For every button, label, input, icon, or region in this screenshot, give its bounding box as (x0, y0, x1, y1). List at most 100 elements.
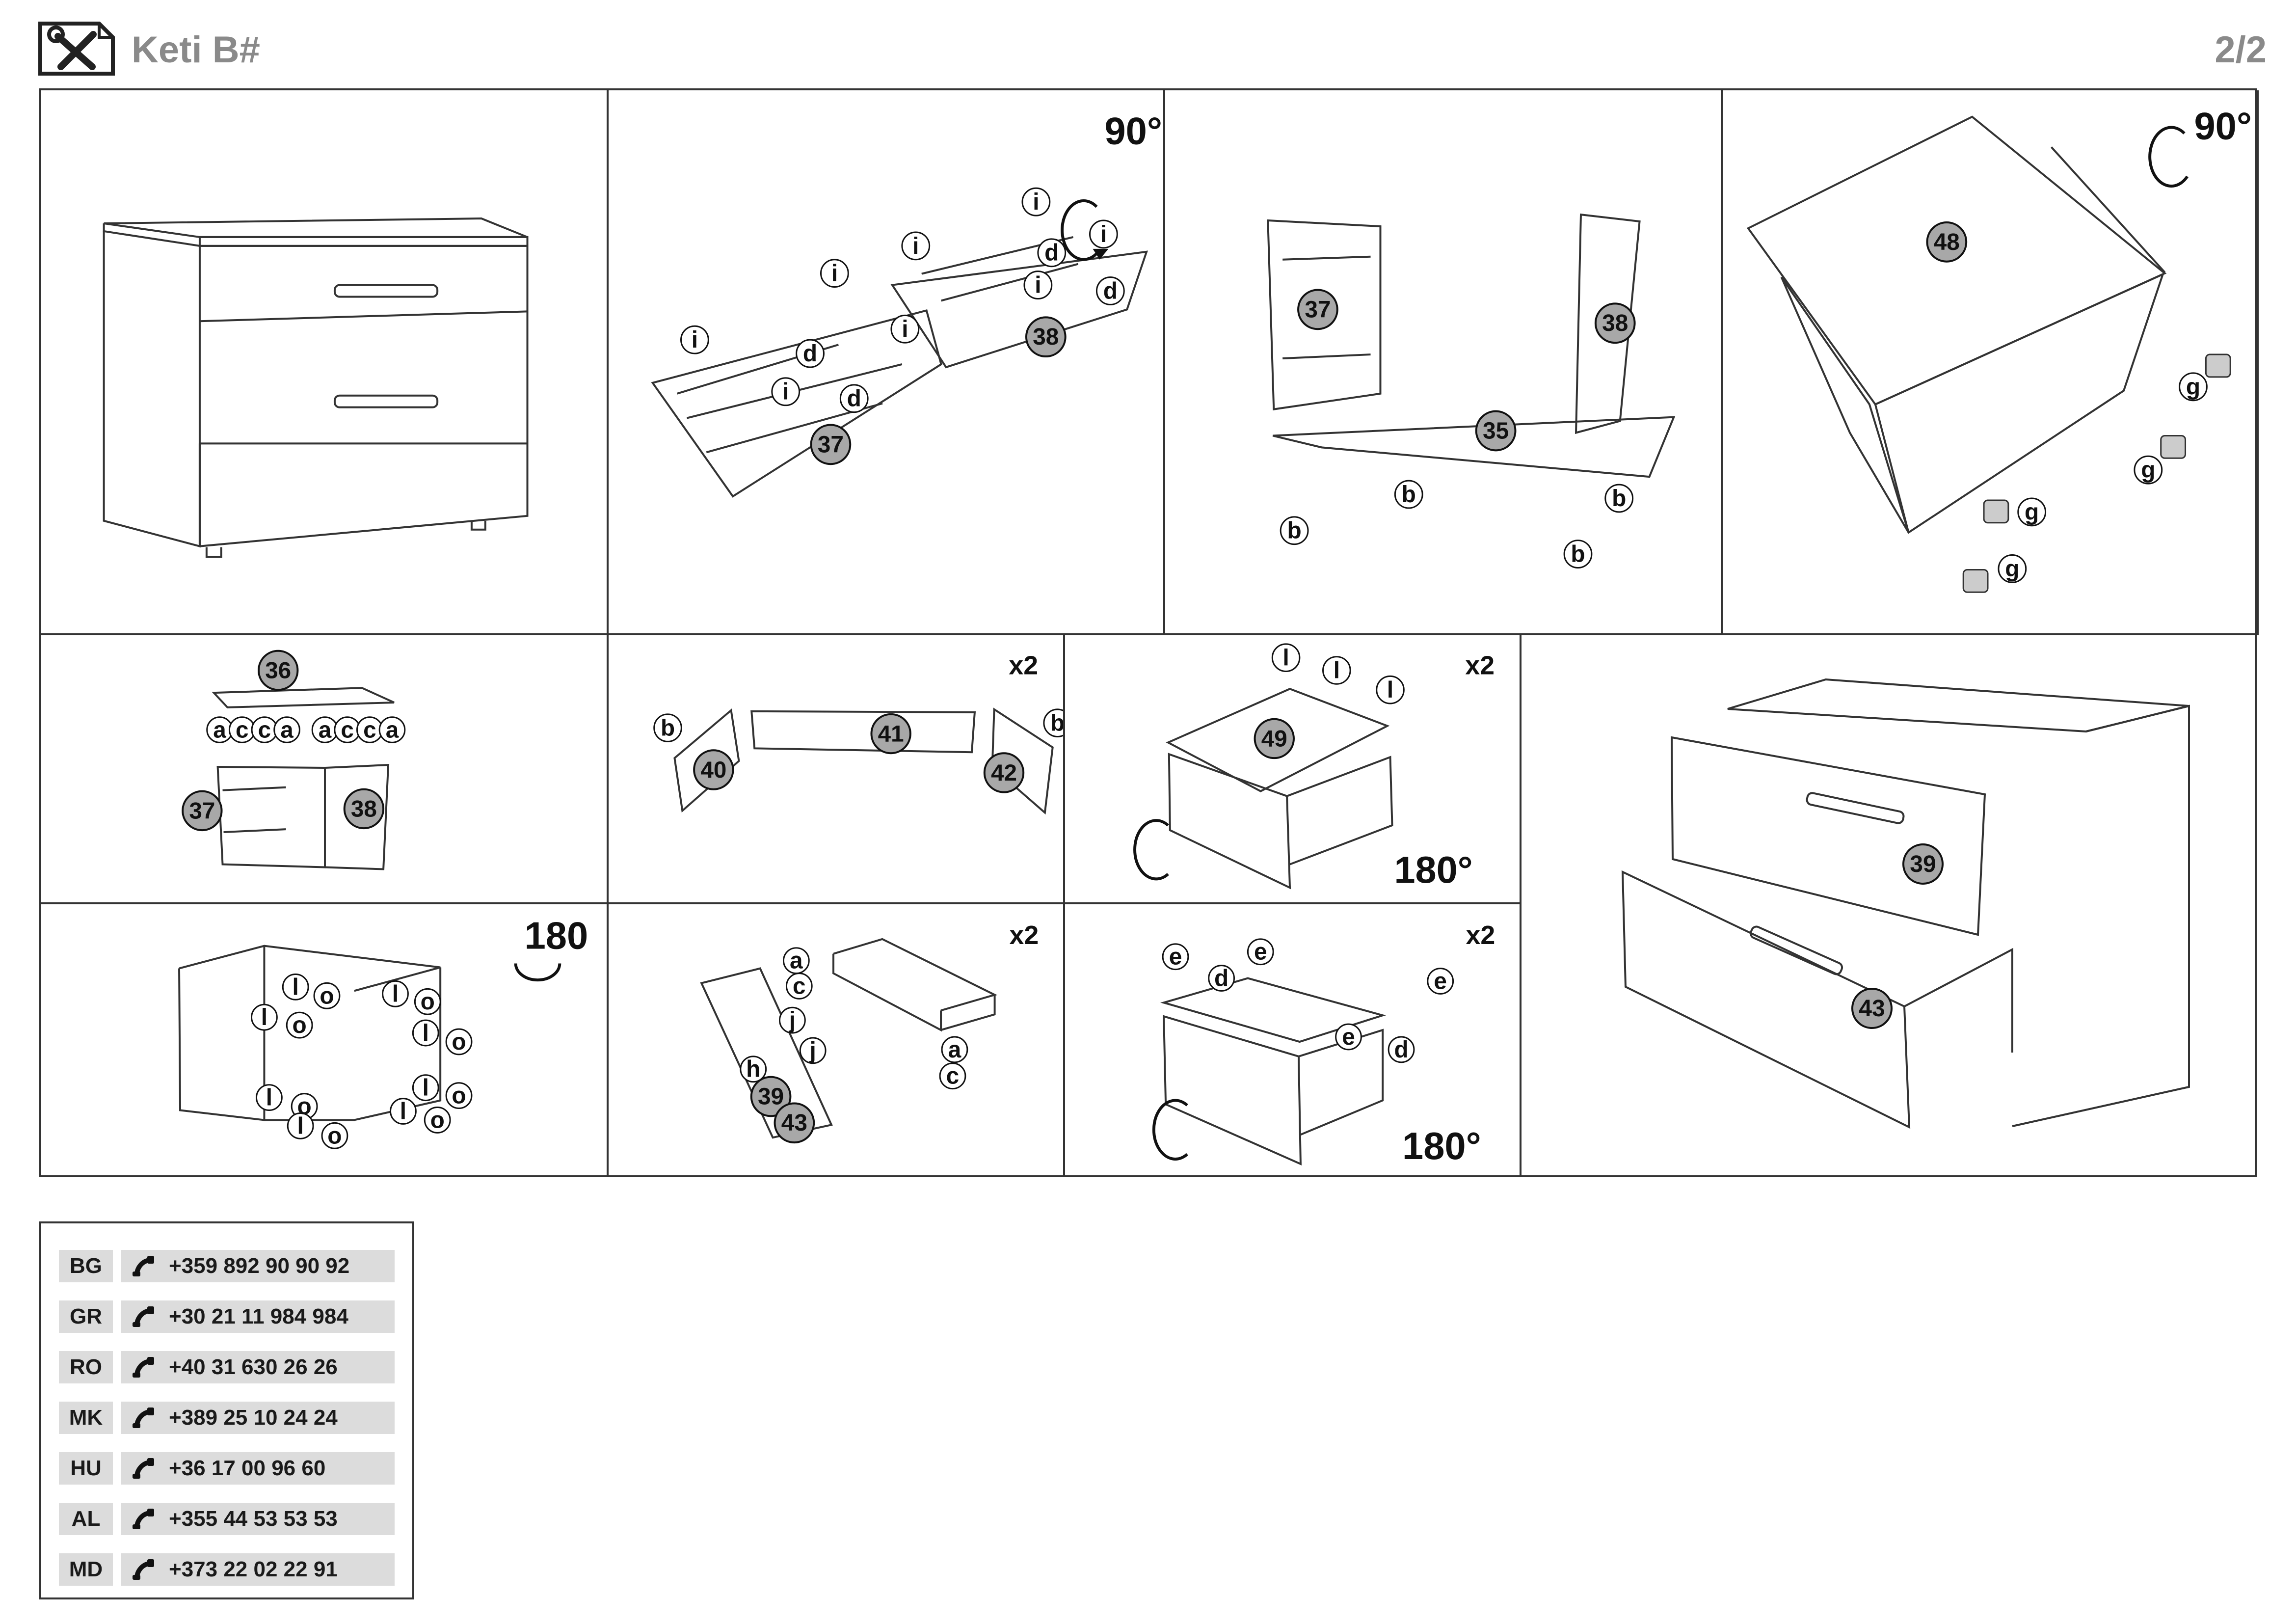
country-code: BG (59, 1250, 113, 1282)
multiplier-label: x2 (1009, 920, 1039, 950)
svg-text:i: i (692, 327, 698, 353)
phone-box: +359 892 90 90 92 (121, 1250, 395, 1282)
phone-handset-icon (133, 1357, 154, 1378)
part-badge: 39 (1902, 843, 1944, 885)
svg-text:c: c (258, 717, 271, 743)
part-badge: 43 (774, 1102, 815, 1144)
svg-text:g: g (2005, 556, 2019, 582)
svg-text:e: e (1169, 944, 1182, 970)
svg-text:b: b (1402, 482, 1416, 508)
tools-icon (38, 22, 115, 76)
svg-text:d: d (847, 386, 861, 412)
country-code: MK (59, 1402, 113, 1434)
phone-number[interactable]: +389 25 10 24 24 (169, 1406, 338, 1430)
part-badge: 37 (810, 424, 852, 465)
svg-text:d: d (1044, 240, 1059, 266)
part-badge: 37 (1297, 289, 1338, 330)
svg-text:o: o (430, 1107, 445, 1133)
phone-box: +36 17 00 96 60 (121, 1452, 395, 1485)
svg-text:41: 41 (878, 721, 904, 747)
svg-text:l: l (297, 1113, 304, 1139)
phone-number[interactable]: +36 17 00 96 60 (169, 1456, 326, 1480)
phone-number[interactable]: +30 21 11 984 984 (169, 1304, 348, 1328)
svg-text:l: l (1387, 677, 1393, 703)
part-badge: 43 (1851, 988, 1893, 1029)
phone-box: +355 44 53 53 53 (121, 1503, 395, 1535)
svg-text:38: 38 (351, 796, 377, 822)
svg-text:39: 39 (758, 1083, 784, 1110)
svg-text:d: d (1103, 278, 1118, 304)
rotation-label: 180° (1402, 1125, 1481, 1167)
svg-text:48: 48 (1934, 229, 1960, 255)
svg-text:b: b (1050, 710, 1063, 736)
phone-number[interactable]: +40 31 630 26 26 (169, 1355, 338, 1379)
step-panel-finished (41, 90, 609, 635)
svg-text:b: b (661, 715, 675, 741)
phone-handset-icon (133, 1458, 154, 1479)
svg-text:e: e (1434, 968, 1447, 994)
phone-box: +389 25 10 24 24 (121, 1402, 395, 1434)
svg-text:42: 42 (991, 760, 1017, 786)
part-badge: 35 (1475, 410, 1517, 452)
svg-text:i: i (902, 316, 908, 342)
svg-text:38: 38 (1033, 324, 1059, 350)
svg-text:d: d (1214, 965, 1228, 991)
svg-text:c: c (793, 973, 806, 999)
svg-text:o: o (452, 1083, 466, 1109)
svg-text:a: a (386, 717, 399, 743)
svg-text:i: i (1035, 272, 1041, 298)
part-badge: 40 (693, 749, 734, 790)
multiplier-label: x2 (1465, 650, 1495, 680)
svg-text:c: c (946, 1063, 960, 1089)
svg-text:37: 37 (818, 432, 844, 458)
svg-text:o: o (293, 1012, 307, 1038)
phone-number[interactable]: +373 22 02 22 91 (169, 1557, 338, 1581)
part-badge: 39 (750, 1076, 792, 1117)
svg-text:i: i (831, 261, 838, 287)
svg-text:o: o (421, 989, 435, 1015)
svg-text:o: o (320, 983, 334, 1009)
phone-handset-icon (133, 1559, 154, 1580)
svg-text:49: 49 (1261, 726, 1287, 752)
rotation-label: 180° (1394, 849, 1472, 891)
country-code: AL (59, 1503, 113, 1535)
svg-text:h: h (746, 1056, 760, 1083)
phone-box: +40 31 630 26 26 (121, 1351, 395, 1383)
svg-text:a: a (280, 717, 294, 743)
svg-text:l: l (423, 1075, 429, 1101)
svg-text:e: e (1254, 939, 1267, 965)
svg-text:l: l (1334, 657, 1340, 683)
svg-text:b: b (1612, 486, 1626, 512)
part-badge: 48 (1926, 221, 1968, 263)
svg-text:40: 40 (700, 757, 726, 783)
part-badge: 36 (257, 650, 299, 691)
phone-handset-icon (133, 1509, 154, 1529)
svg-text:a: a (790, 948, 803, 974)
country-code: MD (59, 1553, 113, 1586)
svg-text:i: i (1033, 189, 1039, 215)
product-title: Keti B# (132, 29, 260, 71)
svg-text:i: i (912, 233, 919, 259)
page-number: 2/2 (2215, 29, 2267, 71)
svg-text:l: l (293, 974, 299, 1000)
phone-box: +373 22 02 22 91 (121, 1553, 395, 1586)
svg-text:43: 43 (781, 1110, 807, 1136)
svg-text:i: i (782, 379, 789, 405)
svg-text:c: c (341, 717, 353, 743)
phone-box: +30 21 11 984 984 (121, 1300, 395, 1333)
country-code: HU (59, 1452, 113, 1485)
phone-number[interactable]: +355 44 53 53 53 (169, 1507, 338, 1531)
part-badge: 37 (182, 790, 223, 832)
svg-text:38: 38 (1602, 310, 1628, 336)
phone-number[interactable]: +359 892 90 90 92 (169, 1254, 350, 1278)
svg-text:35: 35 (1483, 418, 1509, 444)
svg-text:b: b (1287, 518, 1301, 544)
svg-text:l: l (1282, 645, 1289, 671)
